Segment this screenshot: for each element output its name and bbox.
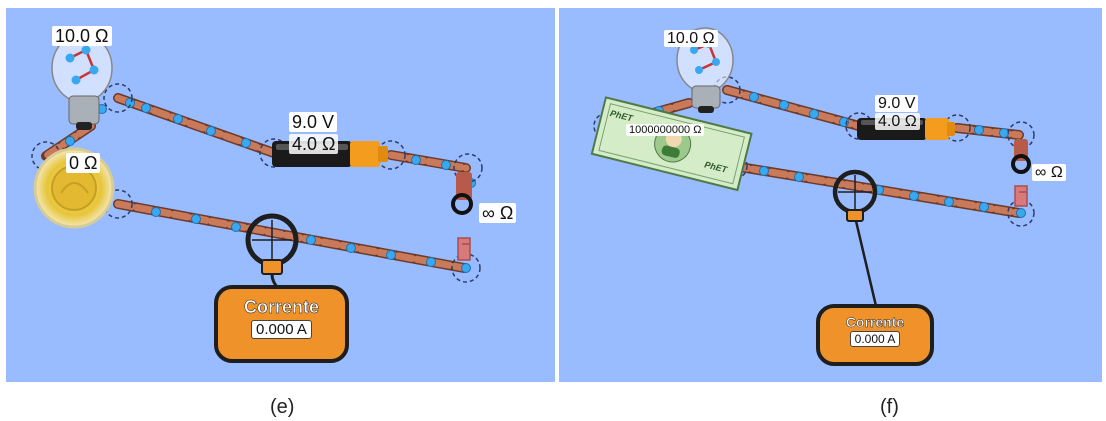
bulb-resistance-label: 10.0 Ω (664, 30, 718, 47)
ammeter-readout: 0.000 A (849, 331, 901, 347)
battery-voltage-label: 9.0 V (289, 112, 338, 132)
bulb-resistance-label: 10.0 Ω (52, 26, 112, 46)
battery-resistance-label: 4.0 Ω (289, 134, 339, 154)
caption-f: (f) (880, 396, 899, 418)
ammeter[interactable]: Corrente 0.000 A (214, 285, 349, 363)
coin-resistance-label: 0 Ω (66, 153, 101, 173)
switch-resistance-label: ∞ Ω (479, 203, 517, 223)
electrons-e (65, 98, 476, 273)
wire-coin-to-switch[interactable] (113, 199, 469, 273)
ammeter-probe-icon[interactable] (832, 169, 878, 307)
circuit-panel-f[interactable]: PhET PhET 10.0 Ω 9.0 V 4.0 Ω 1000000000 … (559, 8, 1102, 382)
light-bulb-icon[interactable] (51, 33, 113, 130)
caption-e: (e) (270, 396, 295, 418)
battery-voltage-label: 9.0 V (875, 95, 919, 112)
battery-resistance-label: 4.0 Ω (875, 113, 920, 130)
switch-resistance-label: ∞ Ω (1032, 164, 1066, 181)
ammeter-readout: 0.000 A (251, 320, 312, 339)
ammeter-title: Corrente (243, 297, 320, 318)
ammeter-title: Corrente (845, 314, 905, 331)
wire-battery-to-switch[interactable] (952, 123, 1024, 140)
bill-resistance-label: 1000000000 Ω (626, 124, 705, 136)
ammeter[interactable]: Corrente 0.000 A (816, 304, 934, 366)
switch-icon[interactable] (451, 172, 473, 261)
circuit-panel-e[interactable]: 10.0 Ω 9.0 V 4.0 Ω 0 Ω ∞ Ω Corrente 0.00… (6, 8, 555, 382)
wire-bulb-to-battery[interactable] (722, 85, 864, 131)
switch-icon[interactable] (1011, 139, 1031, 207)
